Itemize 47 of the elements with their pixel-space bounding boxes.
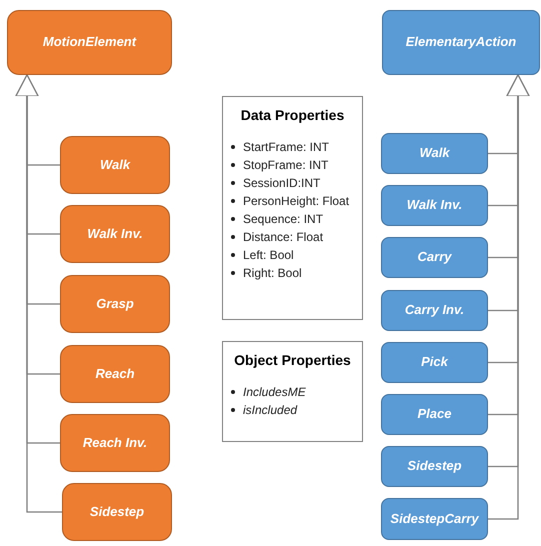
class-box <box>60 136 170 194</box>
class-name: Pick <box>421 354 448 371</box>
class-name: Walk <box>419 145 450 162</box>
class-box <box>381 394 488 435</box>
class-name: SidestepCarry <box>390 510 479 528</box>
property-item: SessionID:INT <box>227 174 358 192</box>
class-name: Walk Inv. <box>87 226 143 242</box>
property-item: PersonHeight: Float <box>227 192 358 210</box>
property-item: StopFrame: INT <box>227 156 358 174</box>
class-box <box>60 414 170 472</box>
class-name: Grasp <box>96 296 134 312</box>
property-panel <box>222 341 363 442</box>
class-box <box>7 10 172 75</box>
class-name: Reach <box>95 366 135 382</box>
property-item: isIncluded <box>227 401 358 419</box>
class-box <box>62 483 172 541</box>
class-name: MotionElement <box>42 34 136 51</box>
class-box <box>381 498 488 540</box>
class-name: Sidestep <box>407 458 462 475</box>
class-box <box>381 185 488 226</box>
class-box <box>381 133 488 174</box>
class-box <box>60 205 170 263</box>
class-box <box>381 342 488 383</box>
class-name: Walk Inv. <box>406 197 462 214</box>
property-item: IncludesME <box>227 383 358 401</box>
class-name: ElementaryAction <box>406 34 516 51</box>
property-item: Distance: Float <box>227 228 358 246</box>
property-item: Right: Bool <box>227 264 358 282</box>
class-name: Carry Inv. <box>404 302 464 319</box>
panel-heading: Data Properties <box>240 106 346 125</box>
panel-heading: Object Properties <box>233 351 352 370</box>
class-name: Reach Inv. <box>82 434 148 452</box>
property-item: Left: Bool <box>227 246 358 264</box>
inheritance-connector <box>15 74 62 513</box>
property-item: StartFrame: INT <box>227 138 358 156</box>
class-box <box>381 237 488 278</box>
class-box <box>381 446 488 487</box>
property-item: Sequence: INT <box>227 210 358 228</box>
class-box <box>60 275 170 333</box>
class-name: Sidestep <box>90 504 144 520</box>
class-box <box>60 345 170 403</box>
class-box <box>381 290 488 331</box>
class-name: Carry <box>418 249 452 266</box>
property-panel <box>222 96 363 320</box>
class-name: Place <box>418 406 452 423</box>
class-name: Walk <box>100 156 130 174</box>
class-box <box>382 10 540 75</box>
